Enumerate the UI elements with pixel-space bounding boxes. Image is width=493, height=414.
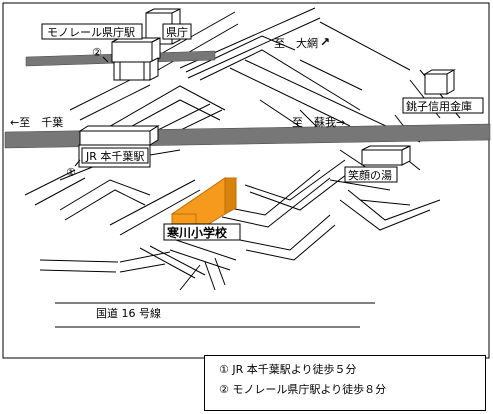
to-oami-arrow-icon: ↗ [320, 35, 330, 49]
bank-label-box [402, 97, 484, 114]
prefectural-office-label-box [162, 23, 192, 40]
to-oami-label: 至 大網 [274, 36, 318, 50]
to-chiba-label: ←至 千葉 [10, 115, 63, 129]
prefectural-office-label: 県庁 [166, 25, 188, 39]
access-note-jr: ① JR 本千葉駅より徒歩５分 [219, 363, 357, 376]
route16-label: 国道 16 号線 [96, 306, 161, 320]
bathhouse-label: 笑顔の湯 [348, 168, 392, 182]
access-notes: ① JR 本千葉駅より徒歩５分 ② モノレール県庁駅より徒歩８分 [204, 355, 486, 411]
marker-1: ① [66, 166, 76, 179]
school-side [224, 177, 237, 215]
access-note-monorail: ② モノレール県庁駅より徒歩８分 [219, 383, 387, 396]
bathhouse-label-box [344, 166, 398, 183]
monorail-station-label-box [41, 23, 143, 40]
school-label-box [163, 223, 241, 241]
jr-station-label: JR 本千葉駅 [85, 149, 144, 163]
monorail-station-building [111, 37, 161, 81]
bathhouse-building [361, 145, 411, 166]
roads [24, 7, 461, 328]
school-label: 寒川小学校 [166, 225, 228, 240]
marker-2: ② [92, 46, 102, 59]
monorail-station-label: モノレール県庁駅 [47, 25, 135, 39]
to-soga-label: 至 蘇我→ [292, 116, 345, 129]
jr-station-label-box [81, 147, 149, 164]
bank-label: 銚子信用金庫 [406, 99, 472, 113]
bank-building [423, 69, 456, 95]
